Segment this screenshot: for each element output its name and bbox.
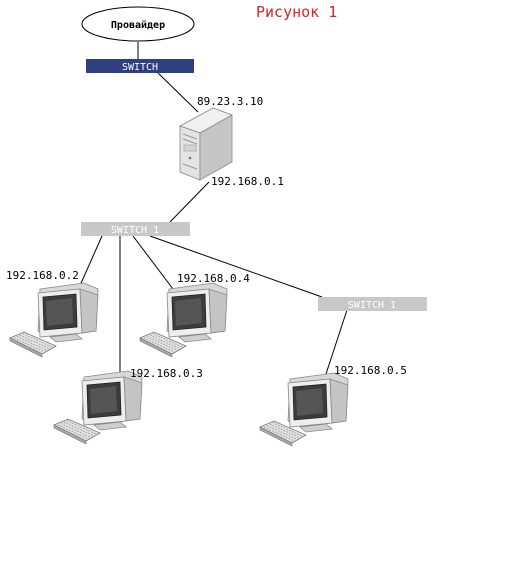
figure-title: Рисунок 1 bbox=[256, 3, 337, 21]
switch-top: SWITCH bbox=[86, 59, 194, 73]
server-ip-external: 89.23.3.10 bbox=[197, 95, 263, 108]
link-server-switch1 bbox=[169, 181, 210, 223]
provider-label: Провайдер bbox=[111, 19, 165, 31]
pc1-monitor-icon bbox=[37, 282, 99, 343]
pc3-ip: 192.168.0.4 bbox=[177, 272, 250, 285]
switch-main-label: SWITCH 1 bbox=[111, 225, 159, 236]
link-switch1-pc1 bbox=[77, 235, 103, 291]
pc3-monitor-icon bbox=[166, 282, 228, 343]
switch-top-label: SWITCH bbox=[122, 62, 158, 73]
pc4-monitor-icon bbox=[287, 372, 349, 433]
pc1-ip: 192.168.0.2 bbox=[6, 269, 79, 282]
pc3-workstation bbox=[139, 282, 228, 358]
pc2-ip: 192.168.0.3 bbox=[130, 367, 203, 380]
connection-lines bbox=[77, 42, 348, 381]
pc1-workstation bbox=[9, 282, 99, 358]
switch-right-label: SWITCH 1 bbox=[348, 300, 396, 311]
link-switch2-pc4 bbox=[323, 309, 348, 381]
link-switch-server bbox=[157, 72, 199, 113]
server-icon bbox=[179, 107, 233, 181]
pc4-workstation bbox=[259, 372, 349, 447]
provider-node: Провайдер bbox=[81, 6, 195, 42]
pc2-workstation bbox=[53, 370, 143, 445]
server-ip-internal: 192.168.0.1 bbox=[211, 175, 284, 188]
link-switch1-switch2 bbox=[149, 235, 323, 298]
link-switch1-pc3 bbox=[132, 235, 177, 294]
pc4-ip: 192.168.0.5 bbox=[334, 364, 407, 377]
switch-right: SWITCH 1 bbox=[318, 297, 427, 311]
switch-main: SWITCH 1 bbox=[81, 222, 190, 236]
